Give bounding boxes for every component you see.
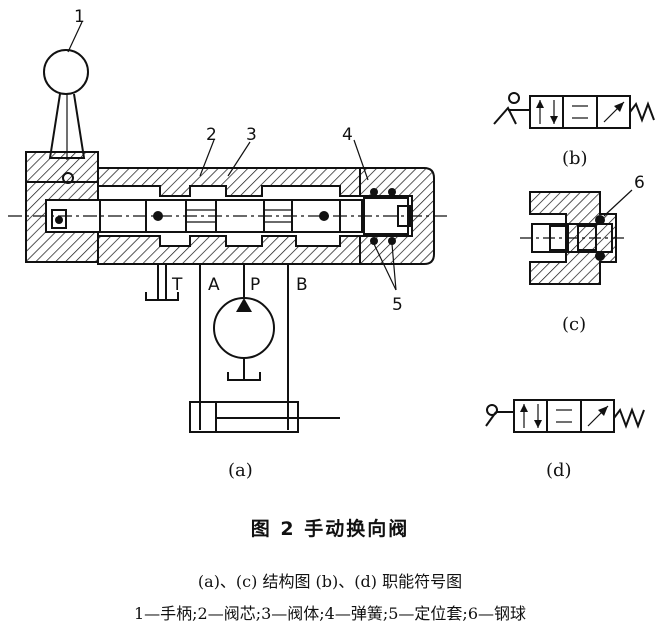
label-part-6: 6: [634, 173, 645, 193]
label-part-2: 2: [206, 125, 217, 145]
hydraulic-cylinder: [189, 390, 340, 433]
pump-symbol: [213, 297, 275, 381]
valve-body-bottom[interactable]: [97, 235, 361, 265]
figure-title: 图 2 手动换向阀: [250, 518, 410, 540]
label-part-3: 3: [246, 125, 257, 145]
label-port-t: T: [171, 275, 183, 295]
valve-body-top[interactable]: [97, 167, 361, 197]
caption-line-2: 1—手柄;2—阀芯;3—阀体;4—弹簧;5—定位套;6—钢球: [133, 604, 527, 623]
label-part-5: 5: [392, 295, 403, 315]
detent-detail-c: [520, 189, 633, 285]
subfig-label-a: (a): [228, 460, 253, 481]
label-part-4: 4: [342, 125, 353, 145]
label-part-1: 1: [74, 7, 85, 27]
subfig-label-c: (c): [562, 314, 586, 335]
symbol-d: [485, 399, 645, 433]
label-port-p: P: [250, 275, 260, 295]
subfig-label-b: (b): [562, 148, 588, 169]
subfig-label-d: (d): [546, 460, 572, 481]
label-port-a: A: [208, 275, 220, 295]
caption-line-1: (a)、(c) 结构图 (b)、(d) 职能符号图: [197, 572, 463, 591]
valve-assembly-a: [8, 21, 448, 433]
left-end-cap: [25, 181, 99, 263]
handle-base: [25, 151, 99, 183]
handle-knob[interactable]: [43, 49, 89, 95]
label-port-b: B: [296, 275, 308, 295]
right-end-housing: [359, 167, 435, 265]
symbol-b: [493, 92, 655, 129]
